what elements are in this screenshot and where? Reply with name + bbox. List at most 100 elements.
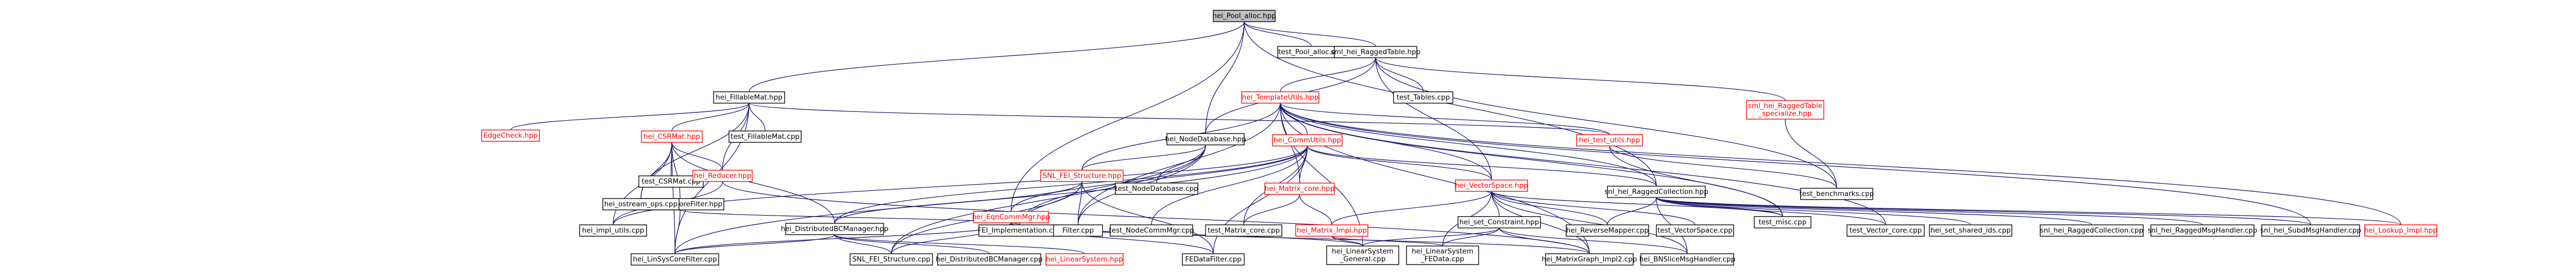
edge-sml-hei-raggedtable-hpp-to-test-tables-cpp (1375, 57, 1424, 92)
edge-hei-commutils-hpp-to-hei-impl-utils-cpp (613, 145, 1308, 225)
node-hei-matrixgraph-impl2-cpp[interactable]: hei_MatrixGraph_Impl2.cpp (1542, 253, 1637, 266)
node-hei-ostream-ops-cpp[interactable]: hei_ostream_ops.cpp (602, 198, 680, 210)
node-label: test_NodeDatabase.cpp (1115, 185, 1198, 193)
node-fedatafilter-cpp[interactable]: FEDataFilter.cpp (1182, 253, 1245, 266)
node-label: hei_DistributedBCManager.hpp (781, 225, 889, 233)
node-filter-cpp[interactable]: Filter.cpp (1053, 224, 1103, 237)
node-box (579, 224, 647, 237)
edge-hei-nodedatabase-hpp-to-snl-fei-structure-hpp (1081, 144, 1206, 171)
node-box (1205, 224, 1282, 237)
node-edgecheck-hpp[interactable]: EdgeCheck.hpp (481, 129, 540, 142)
node-hei-nodedatabase-hpp[interactable]: hei_NodeDatabase.hpp (1165, 133, 1246, 145)
edge-hei-matrix-core-hpp-to-hei-matrix-impl-hpp (1299, 194, 1332, 225)
node-test-vectorspace-cpp[interactable]: test_VectorSpace.cpp (1656, 224, 1734, 237)
node-box (728, 130, 802, 143)
node-box (1115, 183, 1198, 195)
edge-snl-hei-raggedcollection-hpp-to-snl-hei-raggedmsghandler-cpp (1656, 197, 2203, 225)
edge-hei-fillablemat-hpp-to-test-fillablemat-cpp (749, 103, 766, 132)
node-test-fillablemat-cpp[interactable]: test_FillableMat.cpp (728, 130, 802, 143)
node-hei-distributedbcmanager-cpp[interactable]: hei_DistributedBCManager.cpp (936, 253, 1043, 266)
node-label: hei_ostream_ops.cpp (604, 200, 677, 208)
edge-hei-commutils-hpp-to-snl-hei-raggedcollection-hpp (1307, 145, 1657, 187)
edge-hei-vectorspace-hpp-to-hei-bnlslicemsghandler-cpp (1491, 191, 1688, 254)
edge-hei-distributedbcmanager-hpp-to-hei-linsyscorefilter-cpp (674, 234, 835, 254)
edge-hei-matrix-core-hpp-to-test-matrix-core-cpp (1243, 194, 1300, 225)
node-label: EdgeCheck.hpp (483, 132, 538, 140)
node-hei-commutils-hpp[interactable]: hei_CommUtils.hpp (1272, 134, 1343, 146)
node-snl-hei-raggedmsghandler-cpp[interactable]: snl_hei_RaggedMsgHandler.cpp (2148, 224, 2258, 237)
node-label: _General.cpp (1340, 255, 1386, 264)
node-test-vector-core-cpp[interactable]: test_Vector_core.cpp (1846, 224, 1925, 237)
node-test-matrix-core-cpp[interactable]: test_Matrix_core.cpp (1205, 224, 1282, 237)
node-label: FEDataFilter.cpp (1185, 255, 1242, 264)
node-sml-hei-raggedtable-hpp[interactable]: sml_hei_RaggedTable.hpp (1331, 46, 1420, 58)
node-hei-linearsystem-fedata-cpp[interactable]: hei_LinearSystem_FEData.cpp (1406, 245, 1479, 265)
nodes-layer: hei_Pool_alloc.hpptest_Pool_alloc.cppsml… (481, 10, 2437, 266)
node-box (1272, 134, 1343, 146)
node-hei-bnlslicemsghandler-cpp[interactable]: hei_BNSliceMsgHandler.cpp (1639, 253, 1736, 266)
node-hei-matrix-core-hpp[interactable]: hei_Matrix_core.hpp (1264, 183, 1335, 195)
node-test-nodedatabase-cpp[interactable]: test_NodeDatabase.cpp (1115, 183, 1198, 195)
node-test-nodecommmgr-cpp[interactable]: test_NodeCommMgr.cpp (1109, 224, 1194, 237)
edge-hei-pool-alloc-hpp-to-snl-hei-raggedcollection-hpp (1244, 21, 1657, 187)
node-hei-vectorspace-hpp[interactable]: hei_VectorSpace.hpp (1455, 179, 1528, 192)
node-hei-reducer-hpp[interactable]: hei_Reducer.hpp (692, 170, 753, 182)
node-snl-fei-structure-hpp[interactable]: SNL_FEI_Structure.hpp (1040, 170, 1124, 182)
node-box (1213, 10, 1276, 22)
node-label: test_Matrix_core.cpp (1208, 226, 1280, 235)
node-hei-distributedbcmanager-hpp[interactable]: hei_DistributedBCManager.hpp (781, 223, 889, 235)
node-label: test_CSRMat.cpp (641, 177, 700, 186)
edge-snl-hei-raggedcollection-hpp-to-snl-hei-raggedcollection-cpp (1656, 197, 2092, 225)
edge-hei-vectorspace-hpp-to-hei-matrix-impl-hpp (1331, 191, 1492, 225)
node-snl-fei-structure-cpp[interactable]: SNL_FEI_Structure.cpp (850, 253, 933, 266)
edge-hei-pool-alloc-hpp-to-hei-nodedatabase-hpp (1205, 21, 1245, 134)
edge-snl-fei-structure-hpp-to-fedatafilter-cpp (1081, 181, 1214, 254)
node-box (1326, 245, 1399, 265)
node-snl-hei-raggedcollection-hpp[interactable]: snl_hei_RaggedCollection.hpp (1604, 186, 1708, 198)
node-hei-impl-utils-cpp[interactable]: hei_impl_utils.cpp (579, 224, 647, 237)
edge-hei-commutils-hpp-to-hei-distributedbcmanager-hpp (834, 145, 1308, 224)
node-label: test_NodeCommMgr.cpp (1109, 226, 1194, 235)
node-label: test_VectorSpace.cpp (1657, 226, 1733, 235)
node-label: _specialize.hpp (1758, 110, 1812, 118)
node-snl-hei-subdmsghandler-cpp[interactable]: snl_hei_SubdMsgHandler.cpp (2260, 224, 2361, 237)
node-test-pool-alloc-cpp[interactable]: test_Pool_alloc.cpp (1277, 46, 1345, 58)
edge-hei-templateutils-hpp-to-snl-hei-raggedcollection-hpp (1280, 103, 1657, 187)
node-hei-linearsystem-hpp[interactable]: hei_LinearSystem.hpp (1045, 253, 1124, 266)
edge-hei-templateutils-hpp-to-hei-linearsystem-general-cpp (1280, 103, 1363, 247)
node-label: SNL_FEI_Structure.hpp (1043, 172, 1122, 180)
node-label: test_FillableMat.cpp (731, 133, 800, 141)
node-box (1040, 170, 1124, 182)
node-hei-reverseaware-cpp[interactable]: hei_ReverseMapper.cpp (1566, 224, 1649, 237)
node-test-misc-cpp[interactable]: test_misc.cpp (1754, 216, 1811, 228)
node-label: hei_LinearSystem.hpp (1046, 255, 1123, 264)
node-fei-implementation-cpp[interactable]: FEI_Implementation.cpp (977, 224, 1062, 237)
node-hei-set-shared-ids-cpp[interactable]: hei_set_shared_ids.cpp (1929, 224, 2012, 237)
edge-hei-templateutils-hpp-to-test-misc-cpp (1280, 103, 1783, 217)
node-hei-matrix-impl-hpp[interactable]: hei_Matrix_Impl.hpp (1295, 224, 1368, 237)
node-hei-templateutils-hpp[interactable]: hei_TemplateUtils.hpp (1241, 91, 1319, 104)
node-test-csrmat-cpp[interactable]: test_CSRMat.cpp (638, 175, 704, 188)
node-hei-eqncommmgr-hpp[interactable]: hei_EqnCommMgr.hpp (972, 211, 1050, 223)
node-sml-hei-raggedtable-specialize-hpp[interactable]: sml_hei_RaggedTable_specialize.hpp (1746, 100, 1824, 120)
edge-hei-distributedbcmanager-hpp-to-snl-fei-structure-cpp (834, 234, 892, 254)
node-box (1458, 216, 1541, 228)
node-hei-linsyscorefilter-cpp[interactable]: hei_LinSysCoreFilter.cpp (631, 253, 719, 266)
node-hei-set-constraint-hpp[interactable]: hei_set_Constraint.hpp (1458, 216, 1541, 228)
node-hei-linearsystem-general-cpp[interactable]: hei_LinearSystem_General.cpp (1326, 245, 1399, 265)
node-box (1110, 224, 1193, 237)
node-hei-fillablemat-hpp[interactable]: hei_FillableMat.hpp (713, 91, 785, 104)
node-hei-test-utils-hpp[interactable]: hei_test_utils.hpp (1576, 134, 1643, 146)
node-label: test_benchmarks.cpp (1800, 190, 1874, 198)
node-label: hei_Matrix_core.hpp (1265, 185, 1335, 193)
node-test-benchmarks-cpp[interactable]: test_benchmarks.cpp (1800, 188, 1874, 200)
node-box (850, 253, 933, 266)
edge-sml-hei-raggedtable-hpp-to-hei-templateutils-hpp (1280, 57, 1376, 92)
node-hei-lookup-impl-hpp[interactable]: hei_Lookup_Impl.hpp (2364, 224, 2437, 237)
node-snl-hei-raggedcollection-cpp[interactable]: snl_hei_RaggedCollection.cpp (2040, 224, 2144, 237)
edge-hei-templateutils-hpp-to-snl-hei-subdmsghandler-cpp (1280, 103, 2311, 225)
node-label: hei_impl_utils.cpp (582, 226, 645, 235)
node-test-tables-cpp[interactable]: test_Tables.cpp (1393, 91, 1453, 104)
node-hei-csrmat-hpp[interactable]: hei_CSRMat.hpp (641, 130, 703, 143)
node-label: hei_DistributedBCManager.cpp (936, 255, 1043, 264)
